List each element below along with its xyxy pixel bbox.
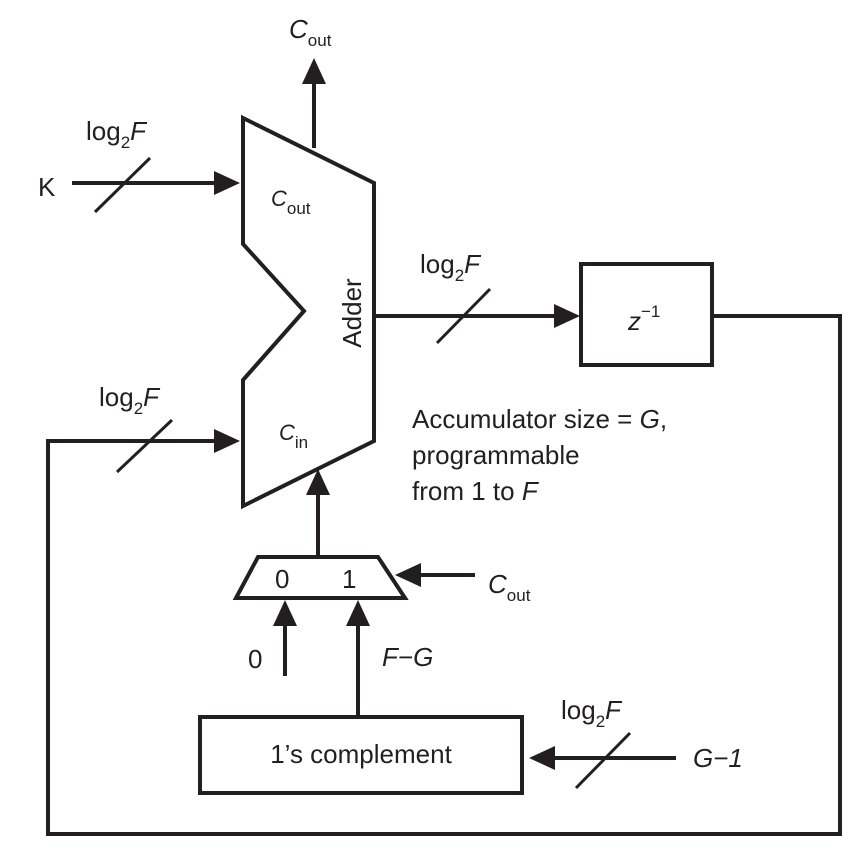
k-input-arrowhead [214,171,240,195]
mux-output-arrowhead [306,469,330,495]
adder-block [241,114,376,510]
delay-label: z−1 [627,302,660,336]
g-minus-1-bus-slash [574,731,632,790]
mux-input-0-label: 0 [275,564,289,594]
cout-output-arrowhead [302,58,326,84]
mux-select-cout-label: Cout [488,569,531,605]
mux-select-arrowhead [395,563,421,587]
const-zero-arrowhead [273,600,297,626]
f-minus-g-label: F−G [382,642,433,672]
top-cout-label: Cout [289,14,332,50]
accumulator-note-line3: from 1 to F [412,476,540,506]
g-minus-1-label: G−1 [693,743,743,773]
feedback-arrowhead [214,429,240,453]
feedback-bus-slash [115,418,174,474]
g-minus-1-bus-width-label: log2F [561,695,623,731]
accumulator-note-line1: Accumulator size = G, [412,404,667,434]
adder-label: Adder [337,278,367,348]
f-minus-g-arrowhead [346,600,370,626]
adder-cout-label: Cout [271,186,311,218]
accumulator-note-line2: programmable [412,440,580,470]
k-bus-width-label: log2F [86,116,148,152]
mux-input-1-label: 1 [342,564,356,594]
feedback-loop-line [46,314,842,836]
sum-bus-width-label: log2F [420,249,482,285]
adder-output-arrowhead [554,304,580,328]
sum-bus-slash [435,287,492,345]
feedback-bus-width-label: log2F [99,382,161,418]
ones-complement-block [198,715,524,795]
mux-block [232,555,409,600]
adder-cin-label: Cin [279,420,308,452]
g-minus-1-arrowhead [529,746,555,770]
k-input-label: K [38,172,56,202]
ones-complement-label: 1’s complement [270,739,452,769]
const-zero-label: 0 [248,644,262,674]
k-bus-slash [93,156,152,214]
